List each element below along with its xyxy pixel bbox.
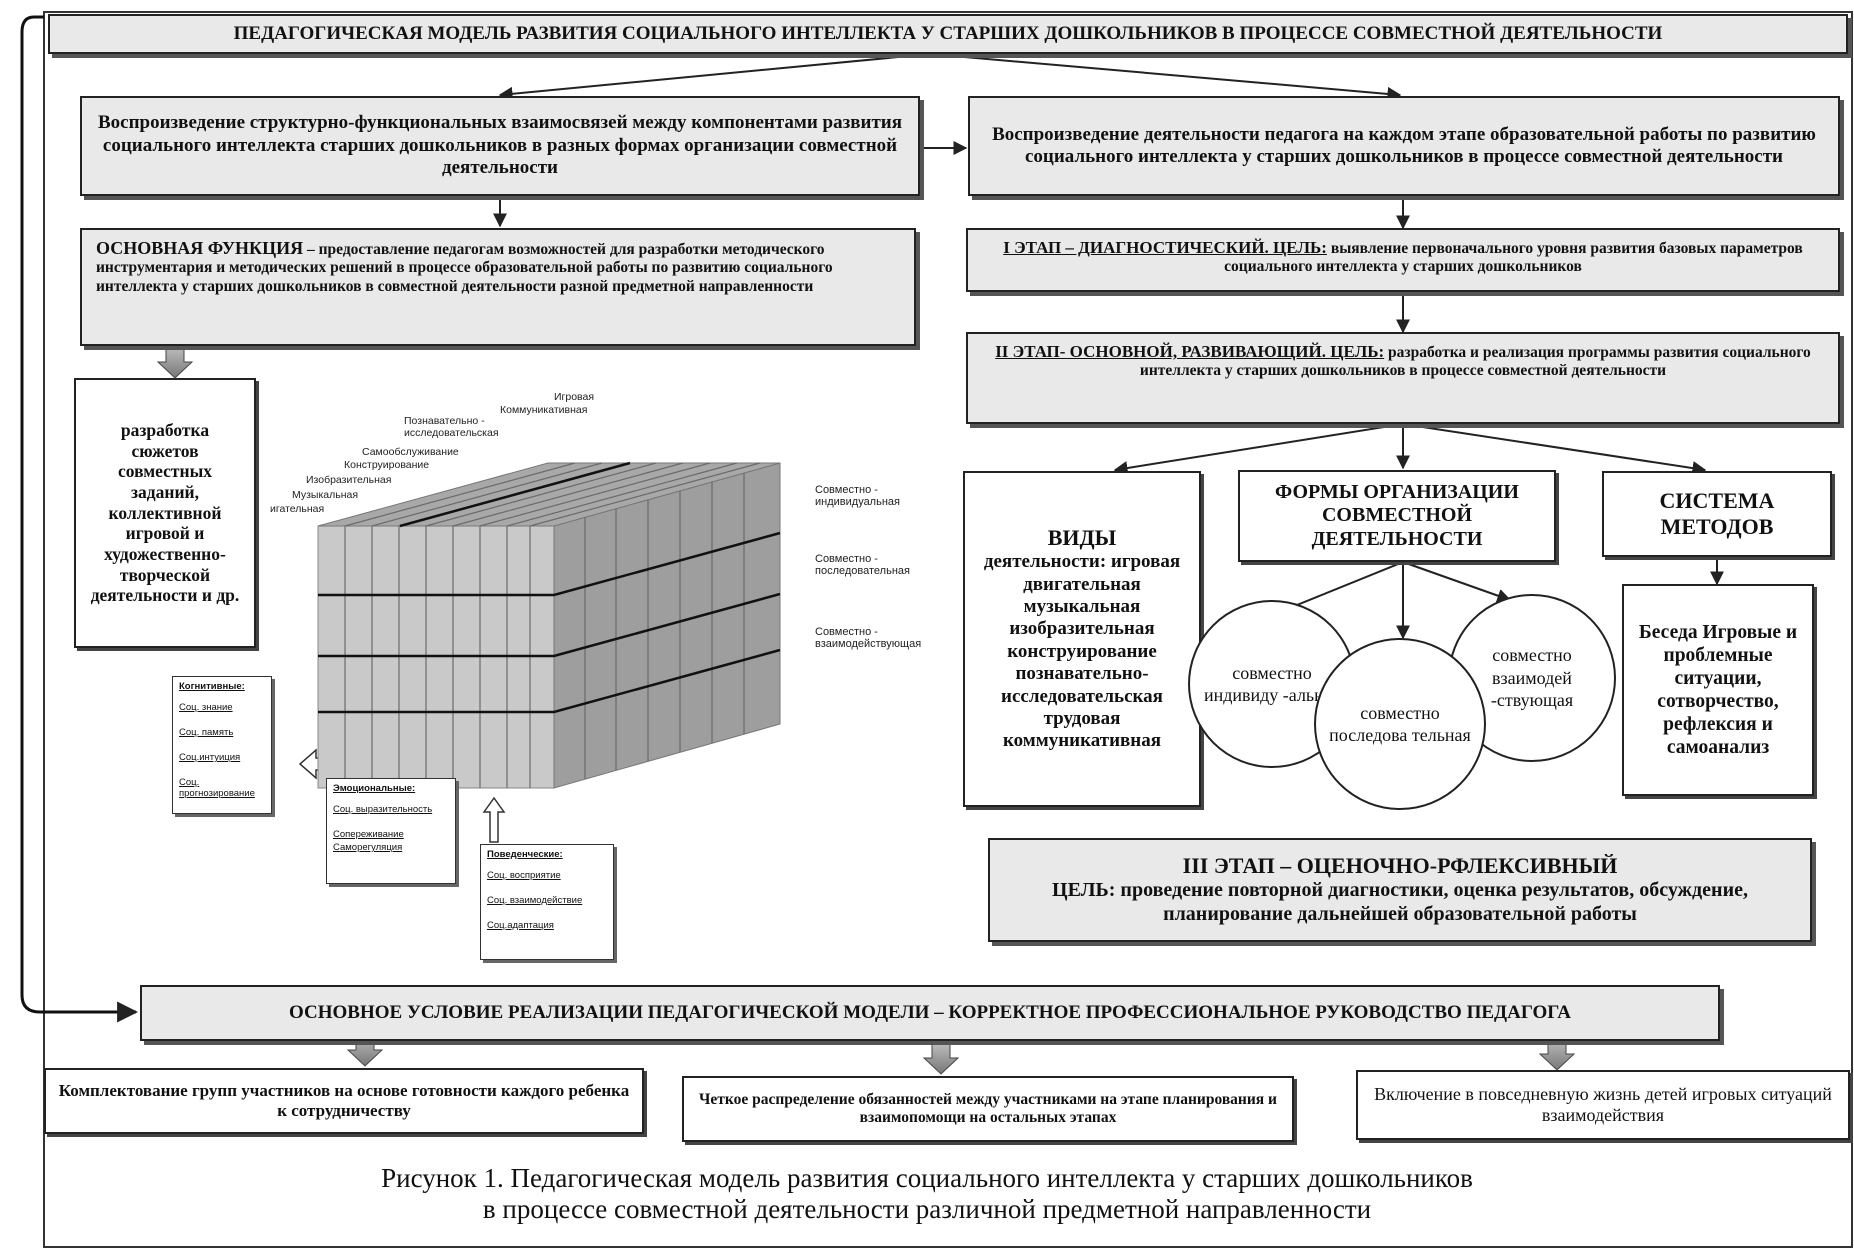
methods-title-box: СИСТЕМА МЕТОДОВ bbox=[1602, 471, 1832, 557]
emotional-item: Соц. выразительность bbox=[333, 804, 433, 815]
stage3-text: ЦЕЛЬ: проведение повторной диагностики, … bbox=[1052, 879, 1748, 925]
condition-box: ОСНОВНОЕ УСЛОВИЕ РЕАЛИЗАЦИИ ПЕДАГОГИЧЕСК… bbox=[140, 985, 1720, 1041]
structural-reproduction-box: Воспроизведение структурно-функциональны… bbox=[80, 96, 920, 196]
cube-label-construction: Конструирование bbox=[344, 459, 430, 471]
stage1-text: выявление первоначального уровня развити… bbox=[1224, 240, 1803, 276]
main-function-label: ОСНОВНАЯ ФУНКЦИЯ bbox=[96, 238, 304, 258]
figure-caption: Рисунок 1. Педагогическая модель развити… bbox=[0, 1163, 1854, 1225]
stage3-title: III ЭТАП – ОЦЕНОЧНО-РФЛЕКСИВНЫЙ bbox=[1182, 853, 1618, 879]
stage1-label: I ЭТАП – ДИАГНОСТИЧЕСКИЙ. ЦЕЛЬ: bbox=[1003, 238, 1327, 257]
stage2-label: II ЭТАП- ОСНОВНОЙ, РАЗВИВАЮЩИЙ. ЦЕЛЬ: bbox=[995, 342, 1385, 361]
behavioral-item: Соц. взаимодействие bbox=[487, 895, 583, 906]
behavioral-item: Соц. восприятие bbox=[487, 870, 561, 881]
emotional-components: Эмоциональные: Соц. выразительность Сопе… bbox=[326, 778, 456, 884]
cognitive-item: Соц. память bbox=[179, 727, 234, 738]
activity-cube bbox=[317, 461, 781, 789]
cube-side-interacting: Совместно - взаимодействующая bbox=[815, 626, 922, 651]
cube-label-visual: Изобразительная bbox=[306, 474, 392, 486]
teacher-reproduction-box: Воспроизведение деятельности педагога на… bbox=[968, 96, 1840, 196]
emotional-item: Саморегуляция bbox=[333, 842, 403, 853]
development-box: разработка сюжетов совместных заданий, к… bbox=[74, 378, 256, 648]
emotional-title: Эмоциональные: bbox=[333, 783, 416, 794]
cognitive-components: Когнитивные: Соц. знание Соц. память Соц… bbox=[172, 676, 272, 814]
caption-line-1: Рисунок 1. Педагогическая модель развити… bbox=[381, 1163, 1473, 1193]
cognitive-title: Когнитивные: bbox=[179, 681, 245, 692]
circle-sequential: совместно последова тельная bbox=[1314, 638, 1486, 810]
methods-list-box: Беседа Игровые и проблемные ситуации, со… bbox=[1622, 584, 1814, 796]
stage1-box: I ЭТАП – ДИАГНОСТИЧЕСКИЙ. ЦЕЛЬ: выявлени… bbox=[966, 228, 1840, 292]
cube-side-individual: Совместно - индивидуальная bbox=[815, 484, 900, 509]
stage3-box: III ЭТАП – ОЦЕНОЧНО-РФЛЕКСИВНЫЙ ЦЕЛЬ: пр… bbox=[988, 838, 1812, 942]
model-title: ПЕДАГОГИЧЕСКАЯ МОДЕЛЬ РАЗВИТИЯ СОЦИАЛЬНО… bbox=[48, 14, 1848, 54]
bottom-box-groups: Комплектование групп участников на основ… bbox=[44, 1068, 644, 1134]
main-function-text: – предоставление педагогам возможностей … bbox=[96, 241, 833, 295]
cognitive-item: Соц. знание bbox=[179, 702, 233, 713]
behavioral-title: Поведенческие: bbox=[487, 849, 563, 860]
cube-label-motor: игательная bbox=[270, 503, 325, 515]
bottom-box-duties: Четкое распределение обязанностей между … bbox=[682, 1076, 1294, 1142]
behavioral-item: Соц.адаптация bbox=[487, 920, 554, 931]
activity-types-list: деятельности: игровая двигательная музык… bbox=[983, 551, 1181, 752]
cube-label-game: Игровая bbox=[554, 391, 595, 403]
caption-line-2: в процессе совместной деятельности разли… bbox=[482, 1194, 1372, 1225]
cube-label-cognitive-research: Познавательно - исследовательская bbox=[404, 415, 499, 439]
stage2-text: разработка и реализация программы развит… bbox=[1139, 344, 1811, 380]
stage2-box: II ЭТАП- ОСНОВНОЙ, РАЗВИВАЮЩИЙ. ЦЕЛЬ: ра… bbox=[966, 332, 1840, 424]
bottom-box-situations: Включение в повседневную жизнь детей игр… bbox=[1356, 1070, 1850, 1140]
cube-label-self-service: Самообслуживание bbox=[362, 446, 459, 458]
forms-box: ФОРМЫ ОРГАНИЗАЦИИ СОВМЕСТНОЙ ДЕЯТЕЛЬНОСТ… bbox=[1238, 470, 1556, 562]
behavioral-components: Поведенческие: Соц. восприятие Соц. взаи… bbox=[480, 844, 614, 960]
main-function-box: ОСНОВНАЯ ФУНКЦИЯ – предоставление педаго… bbox=[80, 228, 916, 346]
cube-side-sequential: Совместно - последовательная bbox=[815, 553, 910, 578]
cube-label-music: Музыкальная bbox=[292, 489, 359, 501]
cube-label-communicative: Коммуникативная bbox=[500, 404, 588, 416]
cognitive-item: Соц.интуиция bbox=[179, 752, 241, 763]
emotional-item: Сопереживание bbox=[333, 829, 404, 840]
cognitive-item: Соц. прогнозирование bbox=[179, 777, 255, 799]
activity-types-title: ВИДЫ bbox=[1047, 525, 1117, 551]
activity-types-box: ВИДЫ деятельности: игровая двигательная … bbox=[963, 471, 1201, 807]
